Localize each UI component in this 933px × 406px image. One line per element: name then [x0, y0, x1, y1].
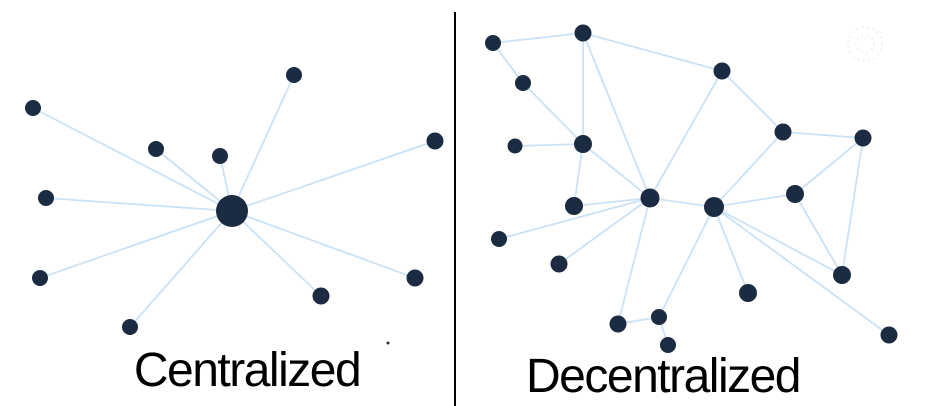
centralized-edge-hub-n8: [129, 210, 233, 328]
decentralized-label: Decentralized: [526, 350, 801, 403]
centralized-node-n10: [406, 269, 424, 287]
decentralized-node-f: [713, 62, 731, 80]
centralized-edge-hub-n5: [231, 140, 436, 212]
decentralized-node-o: [833, 266, 851, 284]
decentralized-edge-d-e: [514, 143, 584, 147]
centralized-node-n6: [38, 190, 54, 206]
centralized-node-hub: [216, 195, 248, 227]
decentralized-edge-e-l: [573, 143, 584, 207]
decentralized-edge-j-q: [658, 206, 715, 318]
decentralized-edge-a-b: [492, 32, 584, 44]
centralized-edge-hub-n4: [231, 74, 295, 212]
decentralized-node-b: [574, 24, 592, 42]
decentralized-node-n: [550, 255, 568, 273]
decentralized-edge-i-l: [573, 197, 651, 207]
decentralized-node-l: [565, 197, 583, 215]
decentralized-edge-i-n: [558, 197, 651, 265]
centralized-node-n9: [312, 287, 330, 305]
centralized-edge-hub-n9: [231, 210, 322, 297]
decentralized-node-d: [507, 138, 523, 154]
decentralized-node-s: [660, 337, 676, 353]
watermark-dotted-circle: [847, 26, 883, 62]
centralized-label: Centralized: [133, 344, 362, 397]
decentralized-node-r: [609, 315, 627, 333]
decentralized-edge-f-i: [649, 70, 723, 199]
decentralized-node-p: [739, 284, 757, 302]
centralized-edge-hub-n2: [155, 148, 233, 212]
decentralized-node-a: [485, 35, 501, 51]
decentralized-node-j: [704, 197, 724, 217]
tiny-dot-artifact: [386, 341, 390, 345]
decentralized-node-g: [774, 123, 792, 141]
decentralized-edge-h-k: [794, 137, 864, 195]
decentralized-edge-b-f: [582, 32, 723, 72]
centralized-edge-hub-n1: [32, 107, 233, 212]
decentralized-node-e: [574, 135, 592, 153]
centralized-node-n4: [286, 67, 302, 83]
centralized-edge-hub-n10: [231, 210, 416, 279]
centralized-node-n7: [32, 270, 48, 286]
decentralized-edge-j-k: [713, 193, 796, 208]
decentralized-edge-h-o: [841, 137, 864, 276]
decentralized-edge-k-o: [794, 193, 843, 276]
decentralized-node-m: [491, 231, 507, 247]
centralized-node-n3: [212, 148, 228, 164]
decentralized-edge-b-i: [582, 32, 651, 199]
decentralized-edge-e-i: [582, 143, 651, 199]
decentralized-edge-c-e: [522, 82, 584, 145]
decentralized-node-k: [786, 185, 804, 203]
decentralized-edge-i-m: [498, 197, 651, 240]
decentralized-edge-g-h: [782, 131, 864, 139]
centralized-node-n5: [426, 132, 444, 150]
decentralized-edge-j-t: [713, 206, 890, 336]
centralized-node-n8: [122, 319, 138, 335]
decentralized-edge-f-g: [721, 70, 784, 133]
decentralized-edge-j-o: [713, 206, 843, 276]
centralized-node-n1: [25, 100, 41, 116]
centralized-node-n2: [148, 141, 164, 157]
decentralized-edge-g-j: [713, 131, 784, 208]
decentralized-node-t: [880, 326, 898, 344]
decentralized-node-c: [515, 75, 531, 91]
centralized-edge-hub-n6: [45, 197, 233, 212]
decentralized-node-i: [640, 188, 660, 208]
decentralized-edge-a-c: [492, 42, 524, 84]
decentralized-edge-i-r: [617, 197, 651, 325]
decentralized-edge-j-p: [713, 206, 749, 294]
watermark-dotted-circle: [855, 34, 875, 54]
decentralized-node-q: [651, 309, 667, 325]
centralized-edge-hub-n7: [39, 210, 233, 279]
decentralized-node-h: [854, 129, 872, 147]
decentralized-edge-i-j: [649, 197, 715, 208]
